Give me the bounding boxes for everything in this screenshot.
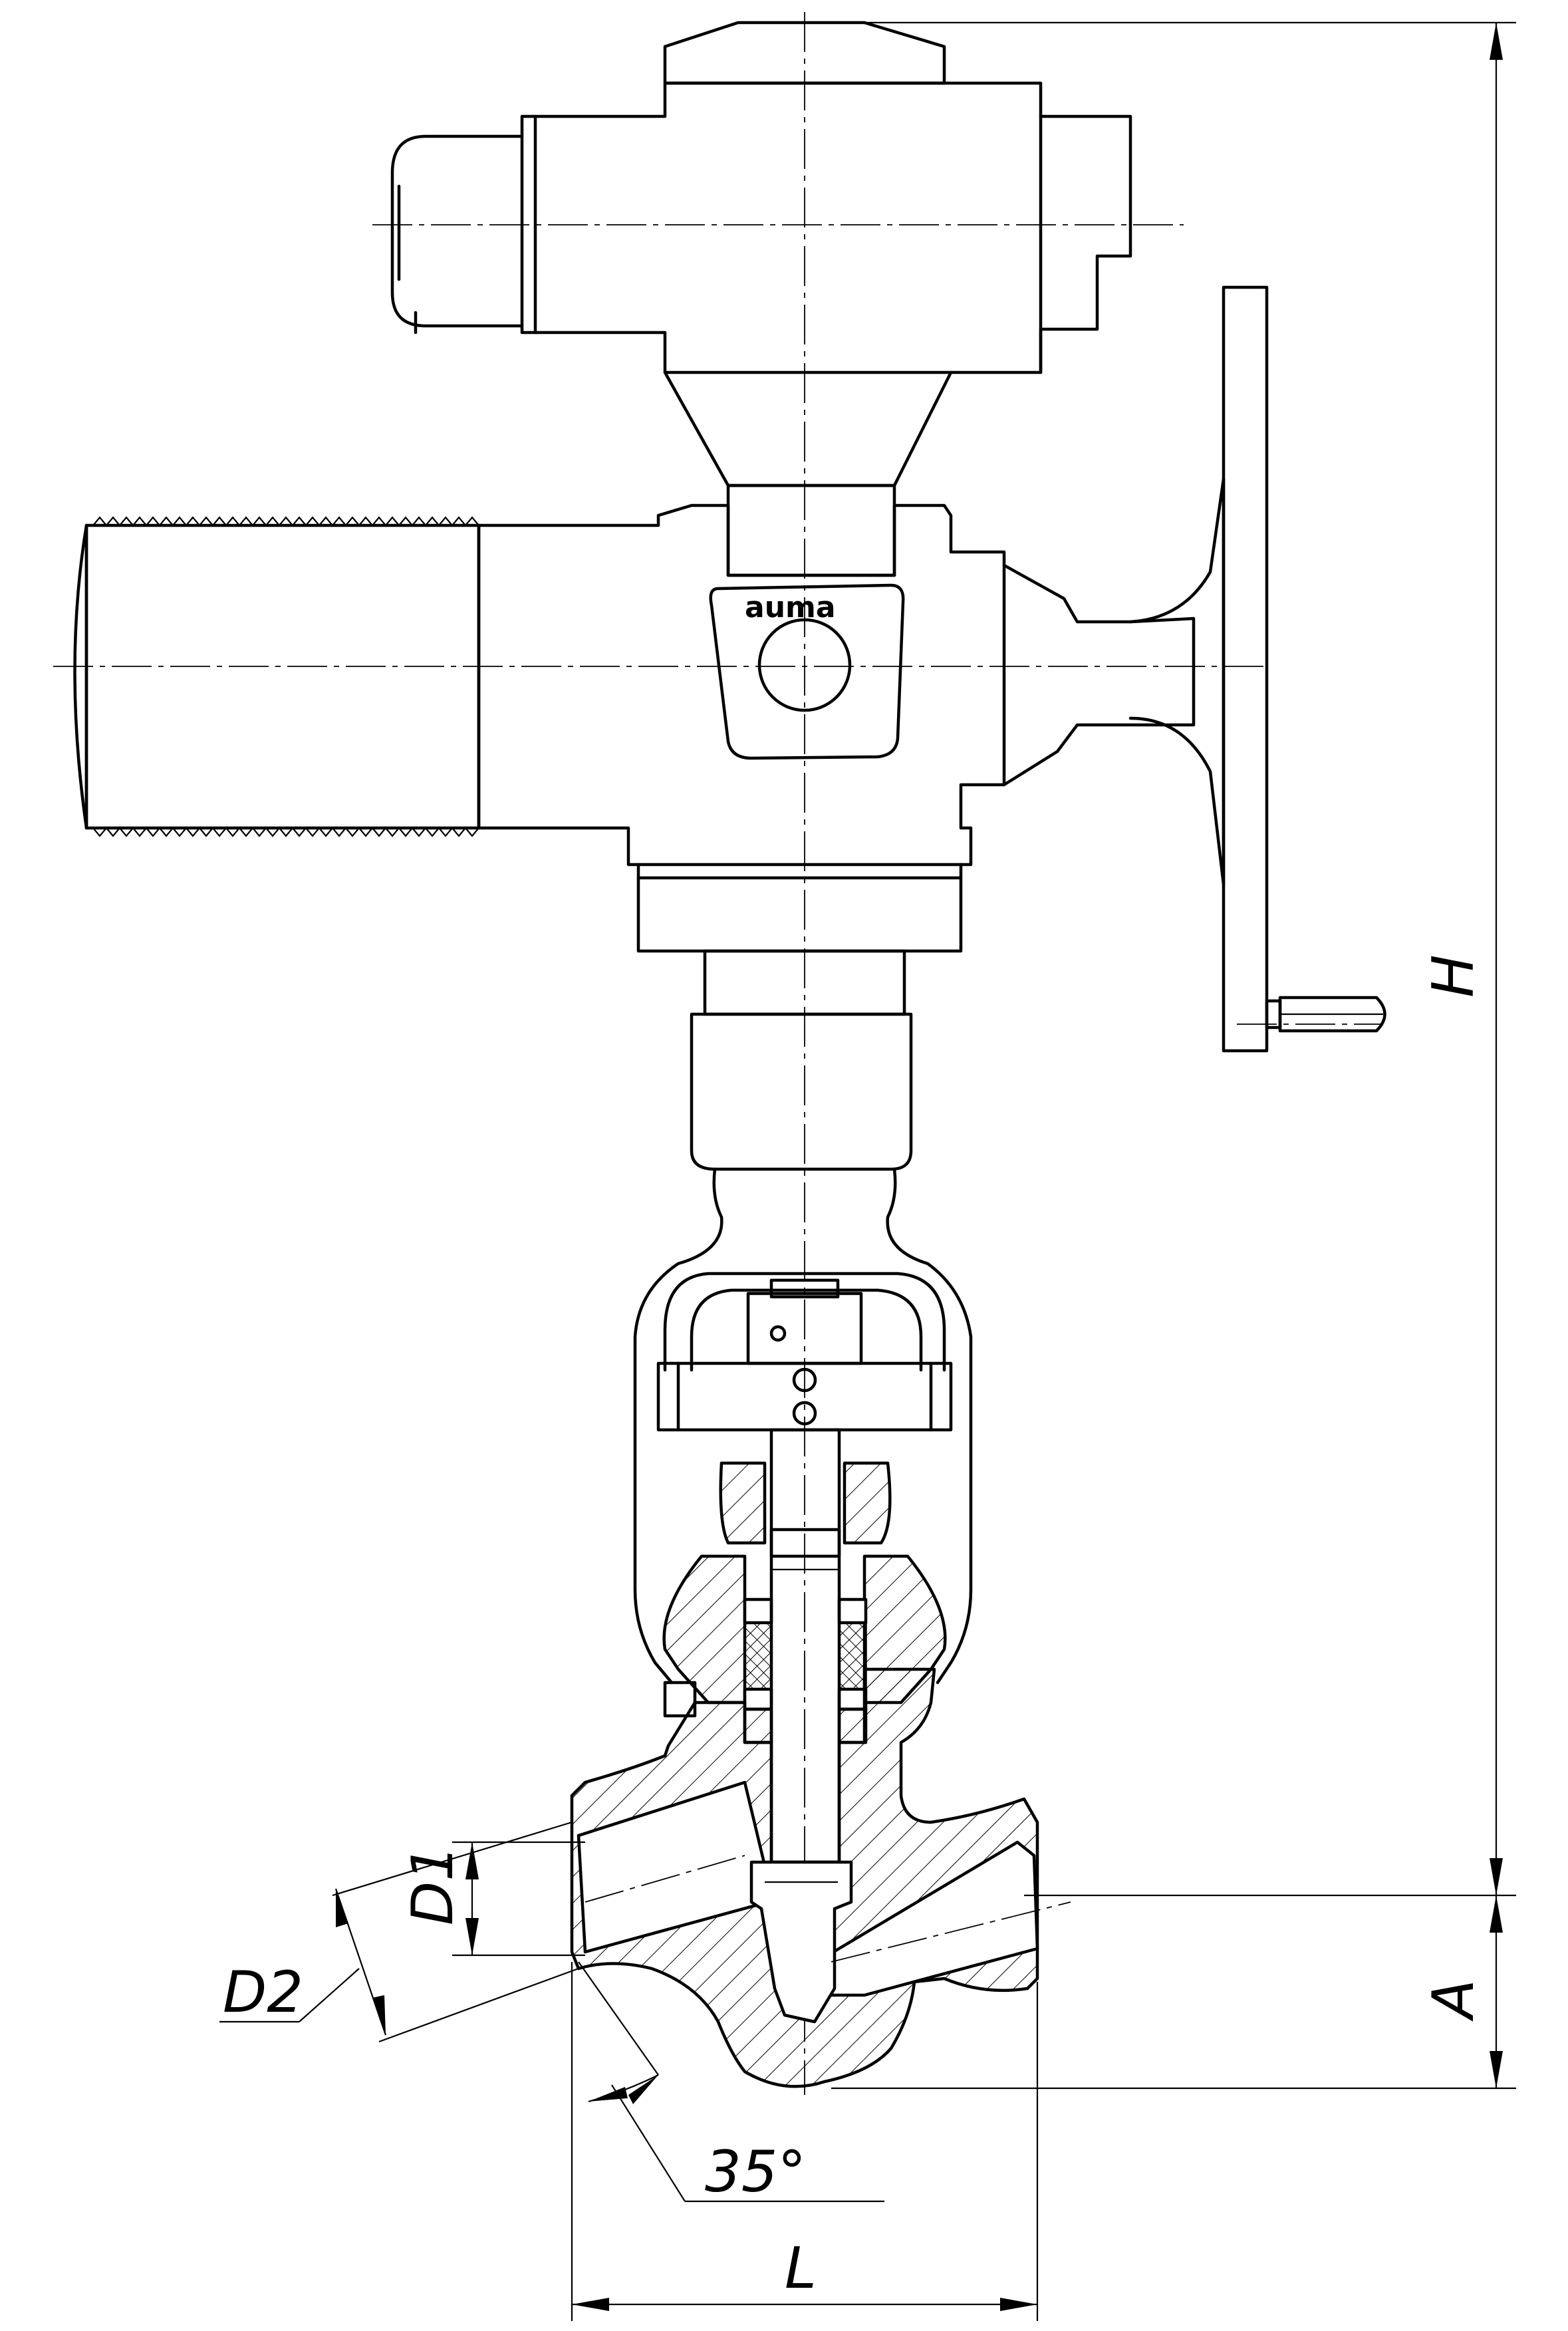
dimension-D1: D1	[400, 1841, 585, 1957]
label-L: L	[785, 2235, 817, 2302]
label-A: A	[1420, 1979, 1487, 2022]
valve-yoke	[633, 1167, 973, 1718]
motor-body	[73, 516, 481, 837]
label-H: H	[1420, 954, 1487, 998]
dimension-bevel-angle: 35°	[578, 1961, 884, 2205]
center-lines	[53, 12, 1383, 2095]
dimension-axis-height: A	[831, 1894, 1516, 2090]
label-angle: 35°	[705, 2139, 806, 2205]
label-D2: D2	[223, 1959, 303, 2026]
dimension-overall-height: H	[864, 21, 1516, 1895]
dimension-D2: D2	[219, 1821, 579, 2043]
valve-stem	[769, 1428, 841, 1864]
dimension-length: L	[571, 1962, 1039, 2321]
actuator-gearbox: auma	[477, 477, 1226, 953]
coupling	[690, 949, 913, 1171]
actuator-top-housing	[390, 21, 1132, 374]
valve-body	[570, 1667, 1071, 2088]
handwheel[interactable]	[1222, 285, 1386, 1053]
bonnet-section	[662, 1461, 947, 1744]
actuator-neck	[663, 370, 953, 577]
brand-label: auma	[745, 591, 836, 624]
